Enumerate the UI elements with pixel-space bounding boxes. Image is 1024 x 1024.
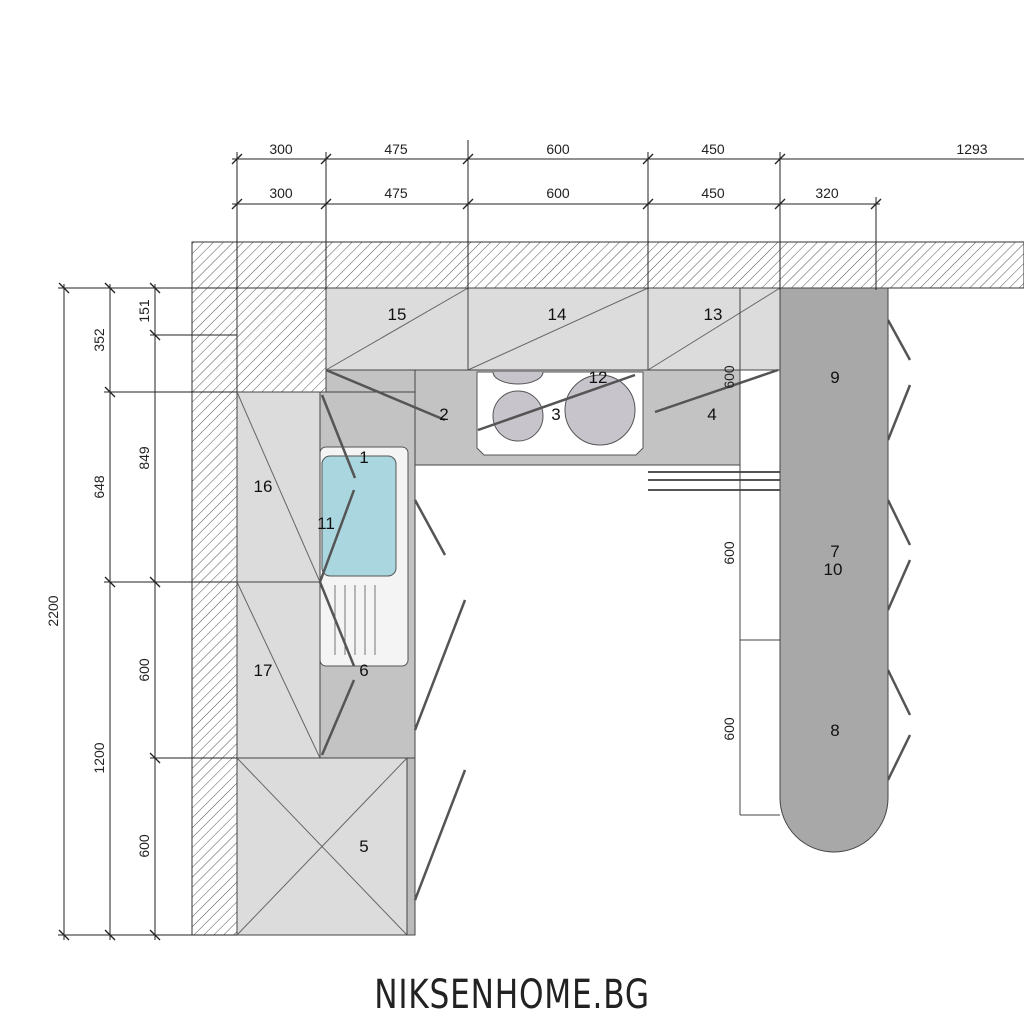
dim-151: 151 (136, 299, 152, 323)
module-9: 9 (830, 368, 839, 387)
top-dimensions (231, 140, 1024, 290)
module-8: 8 (830, 721, 839, 740)
module-17: 17 (254, 661, 273, 680)
dim-600: 600 (546, 185, 570, 201)
dim-849: 849 (136, 446, 152, 470)
dim-475: 475 (384, 185, 408, 201)
dim-1200: 1200 (91, 742, 107, 773)
top-dimension-labels: 300 475 600 450 1293 300 475 600 450 320 (269, 141, 987, 201)
dim-2200: 2200 (45, 595, 61, 626)
drawer-rails (648, 471, 780, 491)
module-5: 5 (359, 837, 368, 856)
dim-320: 320 (815, 185, 839, 201)
dim-648: 648 (91, 475, 107, 499)
module-13: 13 (704, 305, 723, 324)
left-dimensions (58, 282, 237, 941)
module-15: 15 (388, 305, 407, 324)
right-dimension-labels: 600 600 600 (721, 365, 737, 741)
dim-600: 600 (136, 658, 152, 682)
brand-watermark: NIKSENHOME.BG (374, 972, 650, 1018)
dim-352: 352 (91, 328, 107, 352)
module-2: 2 (439, 405, 448, 424)
module-11: 11 (317, 514, 335, 533)
sink (319, 446, 409, 667)
module-6: 6 (359, 661, 368, 680)
dim-600: 600 (136, 834, 152, 858)
module-12: 12 (589, 368, 608, 387)
module-16: 16 (254, 477, 273, 496)
upper-cabinets (325, 287, 781, 371)
dim-450: 450 (701, 141, 725, 157)
dim-450: 450 (701, 185, 725, 201)
module-7: 7 (830, 542, 839, 561)
module-1: 1 (359, 448, 368, 467)
module-labels: 1 2 3 4 5 6 7 8 9 10 11 12 13 14 15 16 1… (254, 305, 843, 856)
module-3: 3 (551, 405, 560, 424)
dim-600: 600 (721, 717, 737, 741)
cabinet-doors (318, 319, 912, 901)
dim-600: 600 (546, 141, 570, 157)
module-14: 14 (548, 305, 567, 324)
island (739, 287, 889, 853)
dim-300: 300 (269, 185, 293, 201)
left-dimension-labels: 2200 352 648 1200 151 849 600 600 (45, 299, 152, 858)
dim-600: 600 (721, 365, 737, 389)
dim-600: 600 (721, 541, 737, 565)
module-10: 10 (824, 560, 843, 579)
dim-475: 475 (384, 141, 408, 157)
dim-300: 300 (269, 141, 293, 157)
tall-cabinets (236, 391, 416, 936)
module-4: 4 (707, 405, 716, 424)
dim-1293: 1293 (956, 141, 987, 157)
hob (476, 371, 644, 456)
